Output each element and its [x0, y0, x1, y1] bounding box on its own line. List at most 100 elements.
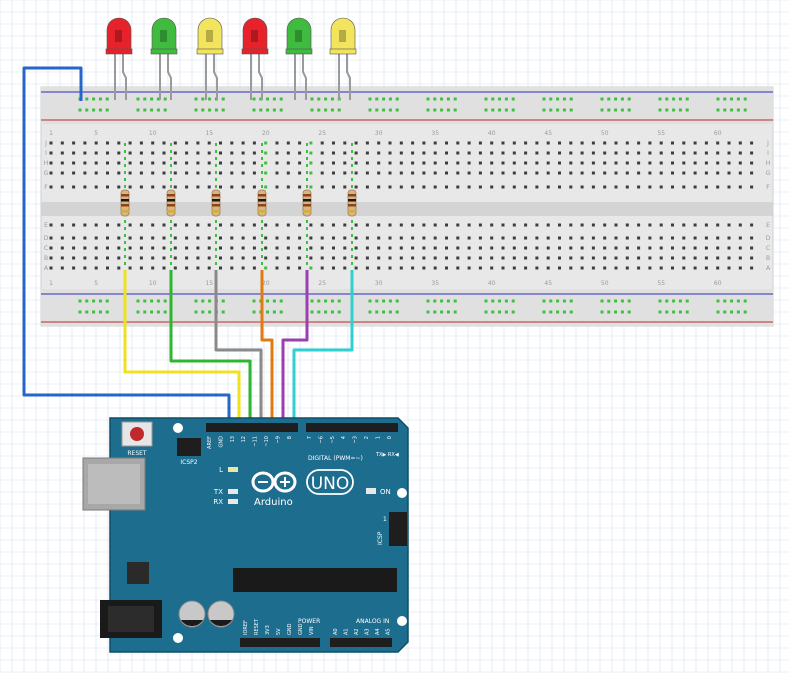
breadboard-hole [524, 246, 528, 250]
rail-hole [716, 299, 720, 303]
rail-hole [317, 299, 321, 303]
led-rx-label: RX [213, 498, 223, 506]
breadboard-hole [433, 151, 437, 155]
breadboard-hole [671, 171, 674, 175]
breadboard-hole [94, 185, 98, 189]
breadboard-hole [411, 256, 415, 260]
rail-hole [156, 97, 160, 101]
rail-hole [375, 97, 379, 101]
analog-pin-label: A2 [354, 628, 360, 635]
icsp-header [389, 512, 407, 546]
breadboard-hole [750, 236, 754, 240]
capacitor [178, 600, 206, 628]
breadboard-hole [750, 161, 754, 165]
rail-hole [542, 310, 546, 314]
led-l [228, 467, 238, 472]
breadboard-hole [60, 246, 64, 250]
resistor [257, 143, 267, 268]
rail-hole [440, 97, 444, 101]
breadboard-hole [241, 141, 245, 145]
rail-hole [201, 97, 205, 101]
breadboard-hole [275, 246, 279, 250]
rail-hole [678, 97, 682, 101]
column-number: 20 [262, 130, 270, 137]
breadboard-hole [738, 171, 742, 175]
reset-button-cap[interactable] [130, 427, 144, 441]
breadboard-hole [535, 256, 539, 260]
breadboard-hole [241, 223, 245, 227]
row-letter: D [766, 235, 771, 242]
breadboard-hole [275, 151, 279, 155]
breadboard-hole [162, 266, 166, 270]
breadboard-hole [388, 246, 392, 250]
rail-hole [614, 97, 618, 101]
rail-hole [272, 108, 276, 112]
row-letter: C [766, 245, 770, 252]
breadboard-hole [388, 223, 392, 227]
breadboard-hole [445, 185, 448, 189]
rail-hole [440, 299, 444, 303]
breadboard-hole [682, 171, 686, 175]
breadboard-hole [275, 266, 279, 270]
breadboard-hole [117, 171, 121, 175]
breadboard-hole [478, 185, 482, 189]
breadboard-hole [60, 151, 64, 155]
breadboard-hole [207, 236, 211, 240]
breadboard-hole [558, 185, 561, 189]
breadboard-hole [72, 185, 76, 189]
rail-hole [569, 108, 573, 112]
breadboard-hole [478, 141, 482, 145]
breadboard-hole [580, 236, 584, 240]
breadboard-hole [377, 246, 381, 250]
breadboard-hole [365, 266, 369, 270]
breadboard-hole [490, 246, 494, 250]
breadboard-hole [704, 266, 708, 270]
breadboard-hole [185, 151, 189, 155]
breadboard-hole [343, 256, 347, 260]
breadboard-hole [60, 236, 64, 240]
breadboard-hole [625, 266, 629, 270]
row-letter: H [766, 160, 771, 167]
breadboard-hole [546, 161, 550, 165]
breadboard-hole [467, 236, 471, 240]
breadboard-hole [309, 141, 313, 145]
breadboard-hole [60, 141, 64, 145]
breadboard-hole [603, 246, 607, 250]
breadboard-hole [637, 161, 641, 165]
rail-hole [368, 299, 372, 303]
breadboard-hole [625, 151, 629, 155]
breadboard-hole [241, 266, 245, 270]
breadboard-hole [591, 266, 595, 270]
breadboard-hole [298, 161, 302, 165]
rail-hole [156, 108, 160, 112]
breadboard-hole [139, 161, 143, 165]
breadboard-hole [411, 246, 415, 250]
breadboard-hole [196, 151, 200, 155]
breadboard-hole [94, 223, 98, 227]
breadboard-hole [185, 266, 189, 270]
breadboard-hole [343, 223, 347, 227]
rail-hole [330, 310, 334, 314]
column-number: 30 [375, 130, 383, 137]
rail-hole [730, 310, 734, 314]
breadboard-hole [569, 256, 573, 260]
breadboard-hole [422, 141, 426, 145]
rail-hole [542, 97, 546, 101]
breadboard-hole [230, 266, 234, 270]
usb-connector-inner [88, 464, 140, 504]
breadboard-hole [750, 185, 754, 189]
breadboard-hole [365, 141, 369, 145]
breadboard-hole [625, 141, 629, 145]
breadboard-hole [286, 141, 290, 145]
rail-hole [279, 310, 283, 314]
rail-hole [388, 299, 392, 303]
breadboard-hole [682, 161, 686, 165]
analog-header [330, 638, 392, 647]
breadboard-hole [558, 246, 561, 250]
breadboard-hole [524, 151, 528, 155]
breadboard-hole [535, 223, 539, 227]
reset-button[interactable] [121, 421, 153, 447]
rail-hole [600, 299, 604, 303]
column-number: 60 [714, 280, 722, 287]
breadboard-hole [603, 266, 607, 270]
